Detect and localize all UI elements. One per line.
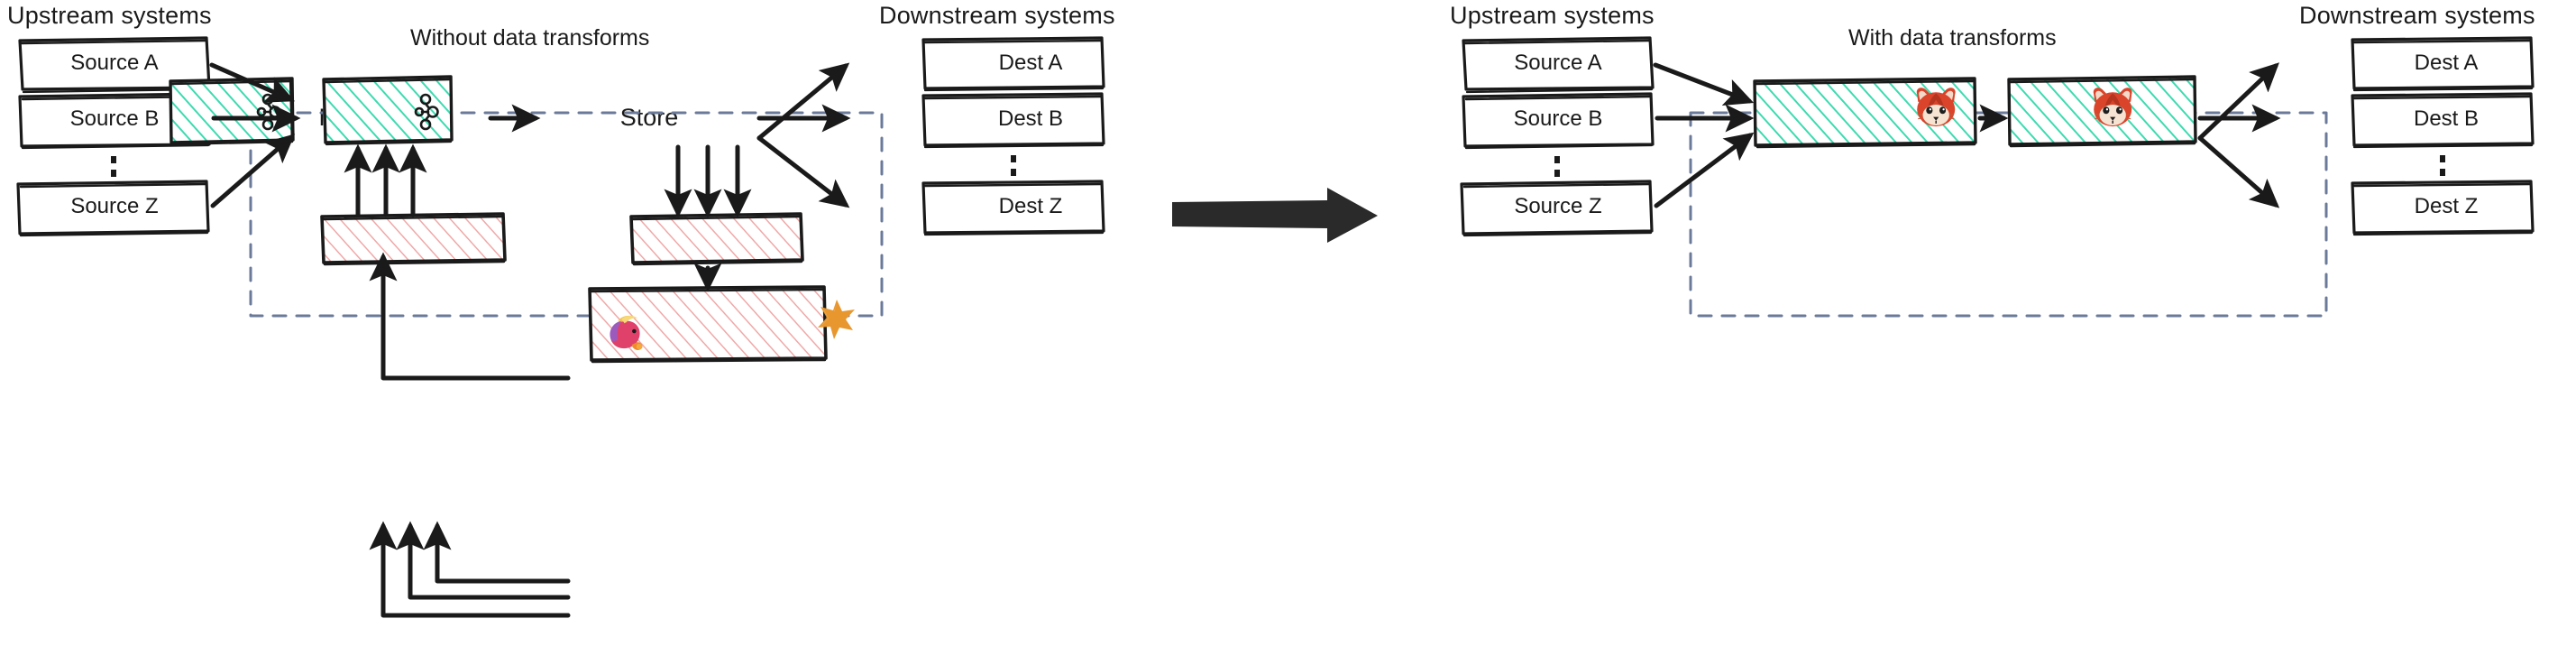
right-dest-z-label: Dest Z bbox=[2414, 194, 2479, 219]
consume-label: Consume bbox=[674, 227, 760, 251]
right-panel-title: With data transforms bbox=[1848, 25, 2057, 51]
left-source-a-label: Source A bbox=[70, 51, 159, 76]
produce-label: Produce bbox=[376, 227, 450, 251]
right-source-a-label: Source A bbox=[1514, 51, 1602, 76]
transition-arrow-icon bbox=[1172, 188, 1378, 243]
right-downstream-header: Downstream systems bbox=[2299, 2, 2535, 29]
spark-icon bbox=[818, 300, 855, 339]
right-source-z-label: Source Z bbox=[1514, 194, 1602, 219]
arrow-transform-to-produce-b bbox=[396, 521, 571, 600]
right-dest-b-label: Dest B bbox=[2413, 106, 2480, 132]
kafka-icon bbox=[414, 93, 439, 131]
right-upstream-header: Upstream systems bbox=[1450, 2, 1655, 29]
right-platform-boundary bbox=[1689, 111, 2328, 318]
arrow-store-to-dest-a bbox=[756, 62, 850, 141]
arrow-r-store-to-dest-a bbox=[2197, 62, 2279, 141]
left-dest-z-label: Dest Z bbox=[998, 194, 1063, 219]
left-panel-title: Without data transforms bbox=[410, 25, 650, 51]
arrow-r-source-a-to-ingest bbox=[1653, 62, 1755, 106]
arrow-r-source-z-to-ingest bbox=[1654, 132, 1755, 208]
left-store-label: Store bbox=[619, 104, 679, 132]
arrow-r-store-to-dest-z bbox=[2197, 135, 2280, 208]
arrow-source-a-to-ingest bbox=[209, 62, 296, 103]
right-ingest-label: Ingest bbox=[1779, 104, 1846, 132]
spark-wordmark: Spark bbox=[738, 318, 809, 347]
left-upstream-header: Upstream systems bbox=[7, 2, 212, 29]
left-dest-b-label: Dest B bbox=[997, 106, 1064, 132]
left-ingest-label: Ingest bbox=[318, 104, 385, 132]
arrow-store-to-dest-z bbox=[756, 135, 850, 208]
arrow-transform-to-produce-a bbox=[369, 521, 571, 618]
right-dest-a-label: Dest A bbox=[2414, 51, 2479, 76]
store-transform-line1: Store + bbox=[2051, 96, 2114, 117]
left-dest-a-label: Dest A bbox=[998, 51, 1063, 76]
arrow-transform-to-produce-c bbox=[423, 521, 571, 584]
left-source-b-label: Source B bbox=[69, 106, 160, 132]
left-platform-boundary bbox=[249, 111, 884, 318]
arrow-source-z-to-ingest bbox=[210, 134, 296, 208]
right-source-b-label: Source B bbox=[1513, 106, 1603, 132]
kafka-icon bbox=[256, 93, 281, 131]
left-downstream-header: Downstream systems bbox=[879, 2, 1115, 29]
arrow-transform-to-produce-1 bbox=[369, 252, 571, 381]
store-transform-line2: Transform bbox=[2040, 118, 2126, 139]
left-source-z-label: Source Z bbox=[70, 194, 159, 219]
redpanda-icon bbox=[1916, 88, 1956, 127]
store-transform-label: Store + Transform bbox=[2011, 90, 2155, 146]
